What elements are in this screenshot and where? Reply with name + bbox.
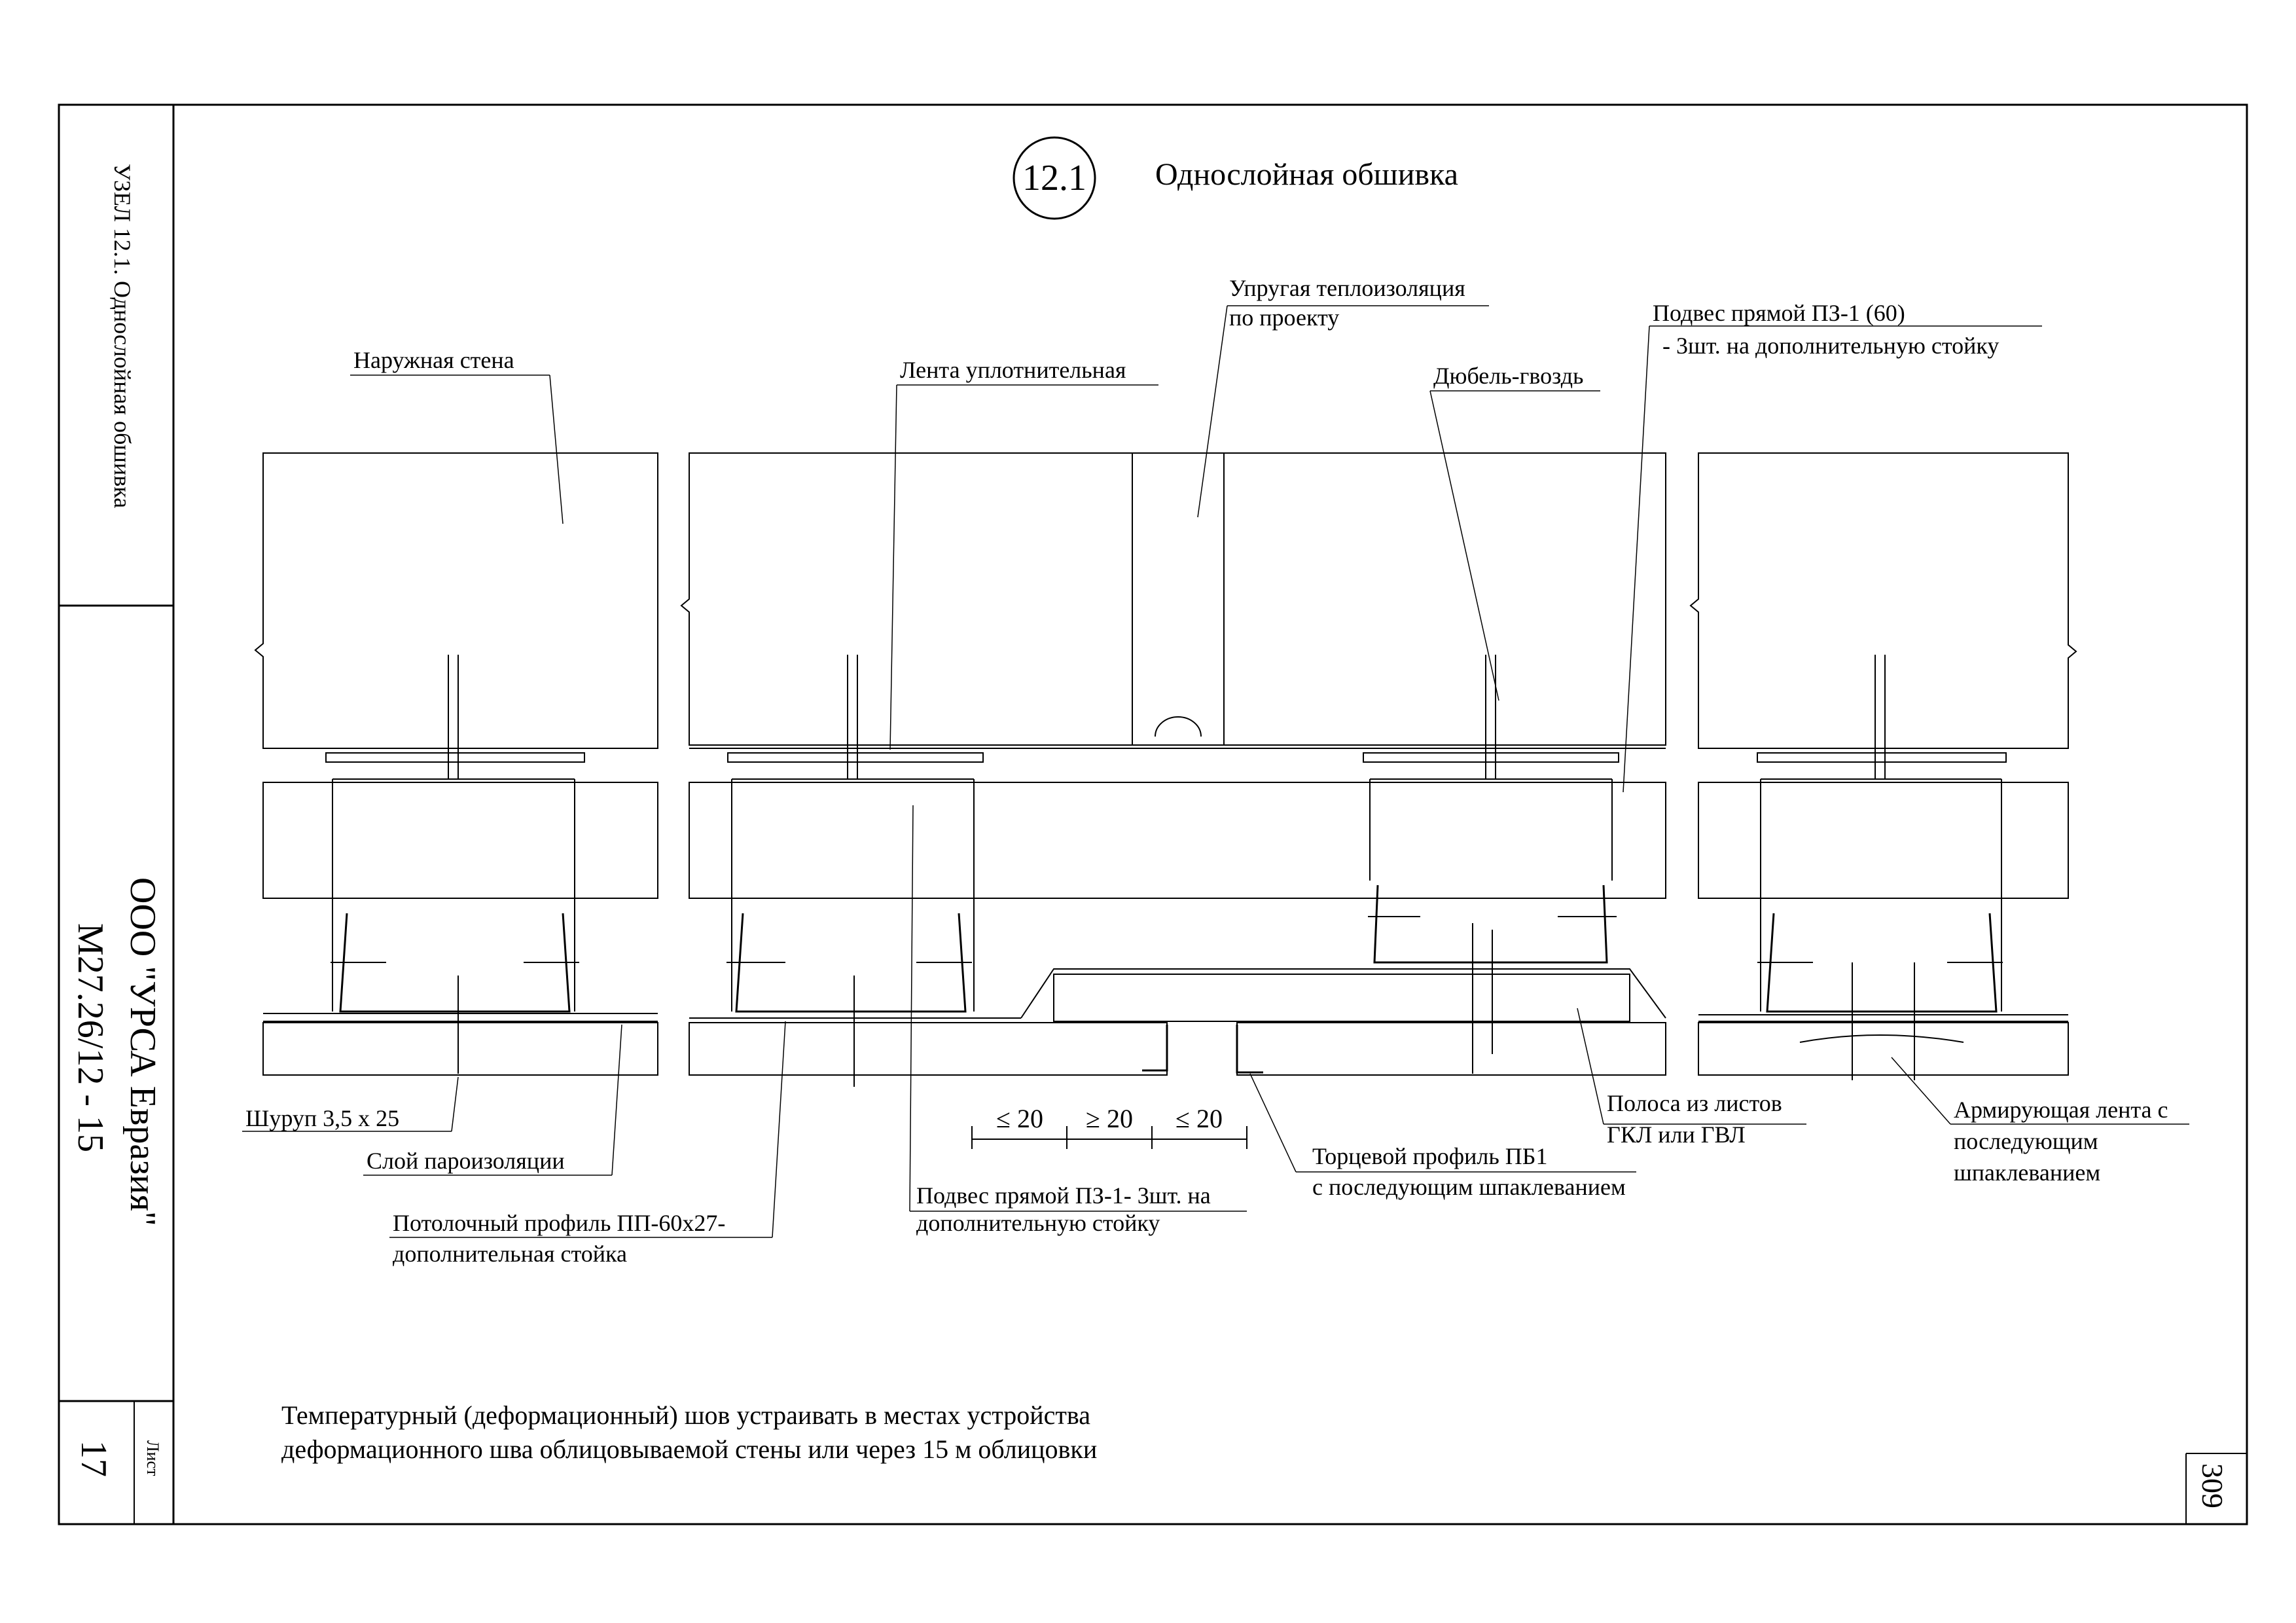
sheet-frame (58, 103, 2248, 1525)
dimension-left: ≤ 20 (996, 1104, 1043, 1133)
joint-insulation (1132, 452, 1225, 746)
hanger (332, 778, 2002, 1012)
label-tape-line2: последующим (1954, 1128, 2098, 1154)
label-tape-line1: Армирующая лента с (1954, 1097, 2168, 1123)
label-hanger-bottom-line2: дополнительную стойку (916, 1210, 1160, 1236)
gkl-strip (1053, 974, 1630, 1022)
label-ceiling-profile-line2: дополнительная стойка (393, 1241, 627, 1267)
end-profile (1142, 1025, 1263, 1074)
outer-wall (254, 452, 2077, 749)
gypsum-board (262, 1022, 2069, 1076)
dimension-middle: ≥ 20 (1086, 1104, 1133, 1133)
sheet-label: Лист (143, 1440, 162, 1476)
dimension-lines (971, 1126, 1247, 1149)
label-end-profile-line1: Торцевой профиль ПБ1 (1312, 1143, 1547, 1169)
side-title: УЗЕЛ 12.1. Однослойная обшивка (109, 164, 135, 508)
node-number: 12.1 (1022, 158, 1086, 198)
label-outer-wall: Наружная стена (353, 347, 514, 373)
label-end-profile-line2: с последующим шпаклеванием (1312, 1174, 1626, 1200)
label-insulation-line2: по проекту (1229, 304, 1339, 331)
label-ceiling-profile-line1: Потолочный профиль ПП-60х27- (393, 1210, 725, 1236)
insulation-layer (262, 748, 2069, 899)
label-vapor-barrier: Слой пароизоляции (367, 1148, 565, 1174)
label-hanger-top-line1: Подвес прямой ПЗ-1 (60) (1653, 300, 1905, 326)
label-hanger-top-line2: - 3шт. на дополнительную стойку (1662, 333, 1999, 359)
drawing-title: Однослойная обшивка (1155, 157, 1458, 192)
dowel-nail (439, 655, 1895, 780)
label-sealing-tape: Лента уплотнительная (900, 357, 1126, 383)
node-number-circle (1013, 136, 1096, 220)
sheet-number: 17 (73, 1440, 114, 1477)
label-tape-line3: шпаклеванием (1954, 1159, 2100, 1186)
note-line2: деформационного шва облицовываемой стены… (281, 1434, 1097, 1464)
company-name: ООО "УРСА Евразия" (122, 877, 163, 1226)
ceiling-profile (339, 884, 1998, 1013)
label-strip-line1: Полоса из листов (1607, 1090, 1782, 1116)
screw (331, 916, 2003, 1087)
label-hanger-bottom-line1: Подвес прямой ПЗ-1- 3шт. на (916, 1182, 1211, 1209)
document-code: М27.26/12 - 15 (70, 923, 111, 1152)
label-dowel: Дюбель-гвоздь (1433, 363, 1583, 389)
note-line1: Температурный (деформационный) шов устра… (281, 1400, 1090, 1430)
sealing-tape (325, 752, 2007, 763)
label-screw: Шуруп 3,5 х 25 (245, 1105, 399, 1131)
label-insulation-line1: Упругая теплоизоляция (1229, 275, 1465, 301)
leader-lines (242, 305, 2189, 1238)
label-strip-line2: ГКЛ или ГВЛ (1607, 1122, 1746, 1148)
dimension-right: ≤ 20 (1175, 1104, 1223, 1133)
page-number: 309 (2196, 1463, 2229, 1508)
vapor-barrier (263, 1013, 2068, 1022)
